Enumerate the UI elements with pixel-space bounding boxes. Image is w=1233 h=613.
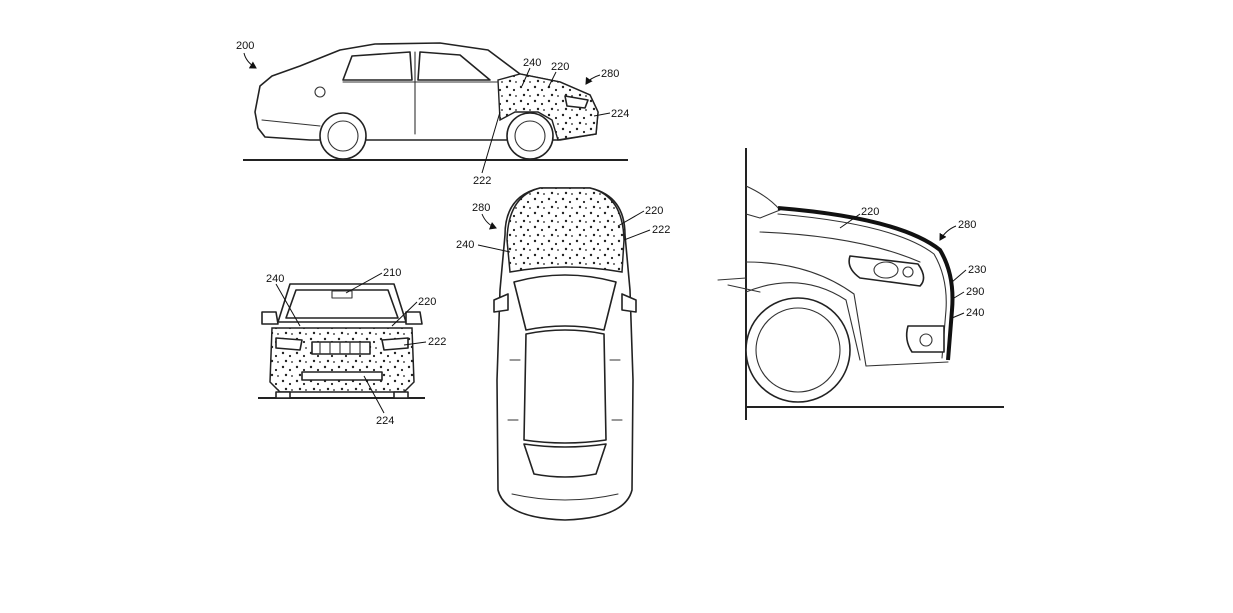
ref-side-cover: 280 <box>601 68 619 80</box>
side-rear-window <box>342 51 413 81</box>
front-view: 240 210 220 222 224 <box>258 267 446 427</box>
top-roof <box>523 329 607 444</box>
side-front-wheel <box>506 112 554 160</box>
top-rear-window <box>523 443 607 478</box>
ref-front-hood: 220 <box>418 296 436 308</box>
ref-top-hood: 220 <box>645 205 663 217</box>
side-view: 200 240 220 280 224 222 <box>236 40 629 187</box>
top-windshield <box>513 274 617 331</box>
front-windshield <box>285 289 399 319</box>
detail-headlight <box>848 255 925 287</box>
detail-wheel <box>745 297 851 403</box>
ref-top-cover: 280 <box>472 202 490 214</box>
ref-front-film: 240 <box>266 273 284 285</box>
ref-front-bumper: 224 <box>376 415 394 427</box>
ref-side-fig: 200 <box>236 40 254 52</box>
ref-side-film: 240 <box>523 57 541 69</box>
top-view: 280 220 222 240 <box>456 187 670 521</box>
ref-side-hood: 220 <box>551 61 569 73</box>
ref-detail-hood: 220 <box>861 206 879 218</box>
ref-top-film: 240 <box>456 239 474 251</box>
top-film-region <box>506 187 625 273</box>
detail-view: 220 280 230 290 240 <box>717 148 1004 420</box>
ref-detail-film: 240 <box>966 307 984 319</box>
front-film-region <box>269 327 415 393</box>
side-film-region <box>497 73 599 141</box>
ref-side-bumper: 224 <box>611 108 629 120</box>
ref-detail-cover: 280 <box>958 219 976 231</box>
detail-film-edge <box>777 206 955 361</box>
side-rear-wheel <box>319 112 367 160</box>
side-front-window <box>417 51 491 81</box>
ref-front-windshield: 210 <box>383 267 401 279</box>
ref-side-fender: 222 <box>473 175 491 187</box>
ref-detail-layer-a: 230 <box>968 264 986 276</box>
ref-front-fender: 222 <box>428 336 446 348</box>
ref-detail-layer-b: 290 <box>966 286 984 298</box>
ref-top-fender: 222 <box>652 224 670 236</box>
